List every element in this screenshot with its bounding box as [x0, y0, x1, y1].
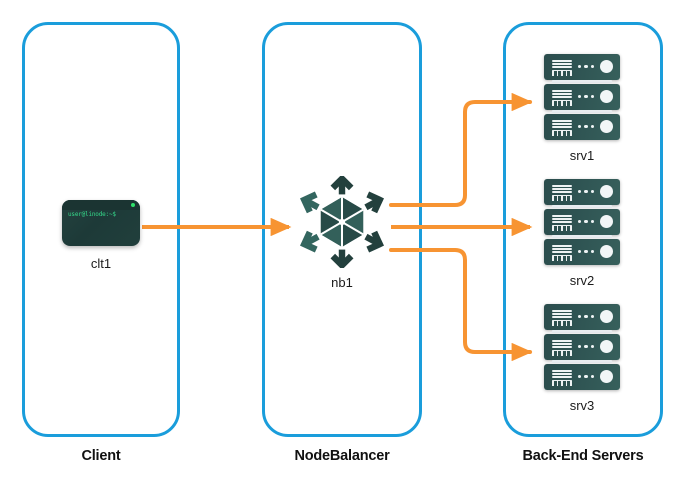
server-vent-lines: [552, 90, 572, 102]
server-tick-marks: [552, 101, 572, 106]
server-tick-marks: [552, 321, 572, 326]
server-tick-marks: [552, 351, 572, 356]
server-unit: [544, 239, 620, 265]
server-divider: [552, 360, 612, 363]
server-vent-lines: [552, 185, 572, 197]
server-vent-lines: [552, 310, 572, 322]
server-unit: [544, 54, 620, 80]
server-indicator-dots: [578, 220, 594, 224]
server-tick-marks: [552, 256, 572, 261]
server-power-circle-icon: [600, 60, 613, 73]
nodebalancer-hub-icon: [300, 176, 384, 268]
server-indicator-dots: [578, 250, 594, 254]
node-label-nb1: nb1: [331, 275, 353, 290]
server-unit: [544, 304, 620, 330]
server-vent-lines: [552, 60, 572, 72]
server-rack-icon-srv1: [544, 54, 620, 140]
server-power-circle-icon: [600, 245, 613, 258]
server-tick-marks: [552, 381, 572, 386]
server-power-circle-icon: [600, 370, 613, 383]
server-vent-lines: [552, 120, 572, 132]
server-power-circle-icon: [600, 185, 613, 198]
server-unit: [544, 209, 620, 235]
server-tick-marks: [552, 71, 572, 76]
server-unit: [544, 84, 620, 110]
zone-client: [22, 22, 180, 437]
terminal-icon: user@linode:~$: [62, 200, 140, 246]
server-indicator-dots: [578, 375, 594, 379]
server-tick-marks: [552, 131, 572, 136]
node-label-clt1: clt1: [90, 256, 112, 271]
server-unit: [544, 179, 620, 205]
server-tick-marks: [552, 226, 572, 231]
server-vent-lines: [552, 370, 572, 382]
server-power-circle-icon: [600, 340, 613, 353]
server-divider: [552, 205, 612, 208]
server-rack-icon-srv3: [544, 304, 620, 390]
server-divider: [552, 110, 612, 113]
server-indicator-dots: [578, 190, 594, 194]
server-power-circle-icon: [600, 310, 613, 323]
server-divider: [552, 80, 612, 83]
server-indicator-dots: [578, 125, 594, 129]
node-label-srv2: srv2: [569, 273, 595, 288]
server-divider: [552, 330, 612, 333]
server-tick-marks: [552, 196, 572, 201]
terminal-prompt-text: user@linode:~$: [68, 211, 116, 218]
node-label-srv3: srv3: [569, 398, 595, 413]
zone-label-balancer: NodeBalancer: [294, 448, 390, 464]
server-divider: [552, 235, 612, 238]
zone-label-backend: Back-End Servers: [522, 448, 644, 464]
zone-label-client: Client: [81, 448, 121, 464]
server-vent-lines: [552, 340, 572, 352]
terminal-titlebar: [62, 200, 140, 210]
server-indicator-dots: [578, 65, 594, 69]
zone-backend: [503, 22, 663, 437]
zone-balancer: [262, 22, 422, 437]
server-indicator-dots: [578, 95, 594, 99]
server-vent-lines: [552, 245, 572, 257]
server-indicator-dots: [578, 315, 594, 319]
server-rack-icon-srv2: [544, 179, 620, 265]
server-power-circle-icon: [600, 215, 613, 228]
server-power-circle-icon: [600, 90, 613, 103]
server-unit: [544, 114, 620, 140]
terminal-status-dot-icon: [131, 203, 135, 207]
server-indicator-dots: [578, 345, 594, 349]
server-power-circle-icon: [600, 120, 613, 133]
server-unit: [544, 364, 620, 390]
server-unit: [544, 334, 620, 360]
server-vent-lines: [552, 215, 572, 227]
node-label-srv1: srv1: [569, 148, 595, 163]
